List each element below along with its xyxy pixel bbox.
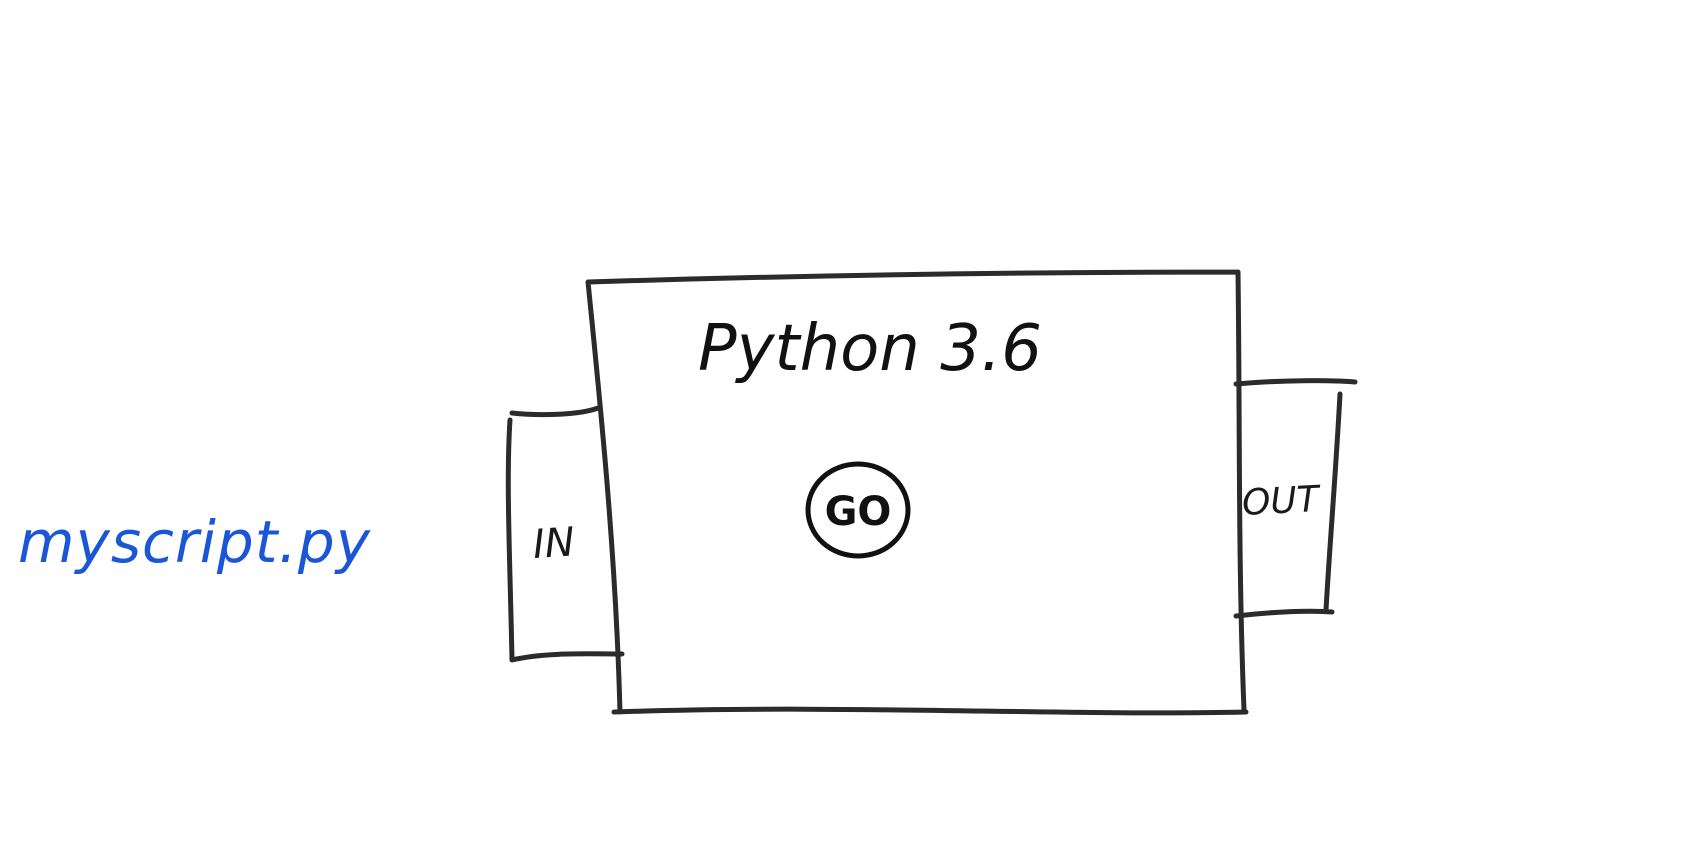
python-box-title: Python 3.6 [698,312,1042,386]
file-label: myscript.py [18,508,371,576]
python-box-outline [585,269,1249,716]
input-port-outline [505,405,625,663]
input-port: IN [505,405,625,663]
output-port-label: OUT [1241,479,1323,524]
go-button-label: GO [825,489,892,535]
python-box: Python 3.6 [585,269,1249,716]
go-button-circle [805,461,911,559]
go-button[interactable]: GO [805,461,911,559]
output-port: OUT [1233,378,1358,619]
input-port-label: IN [531,519,576,568]
output-port-outline [1233,378,1358,619]
